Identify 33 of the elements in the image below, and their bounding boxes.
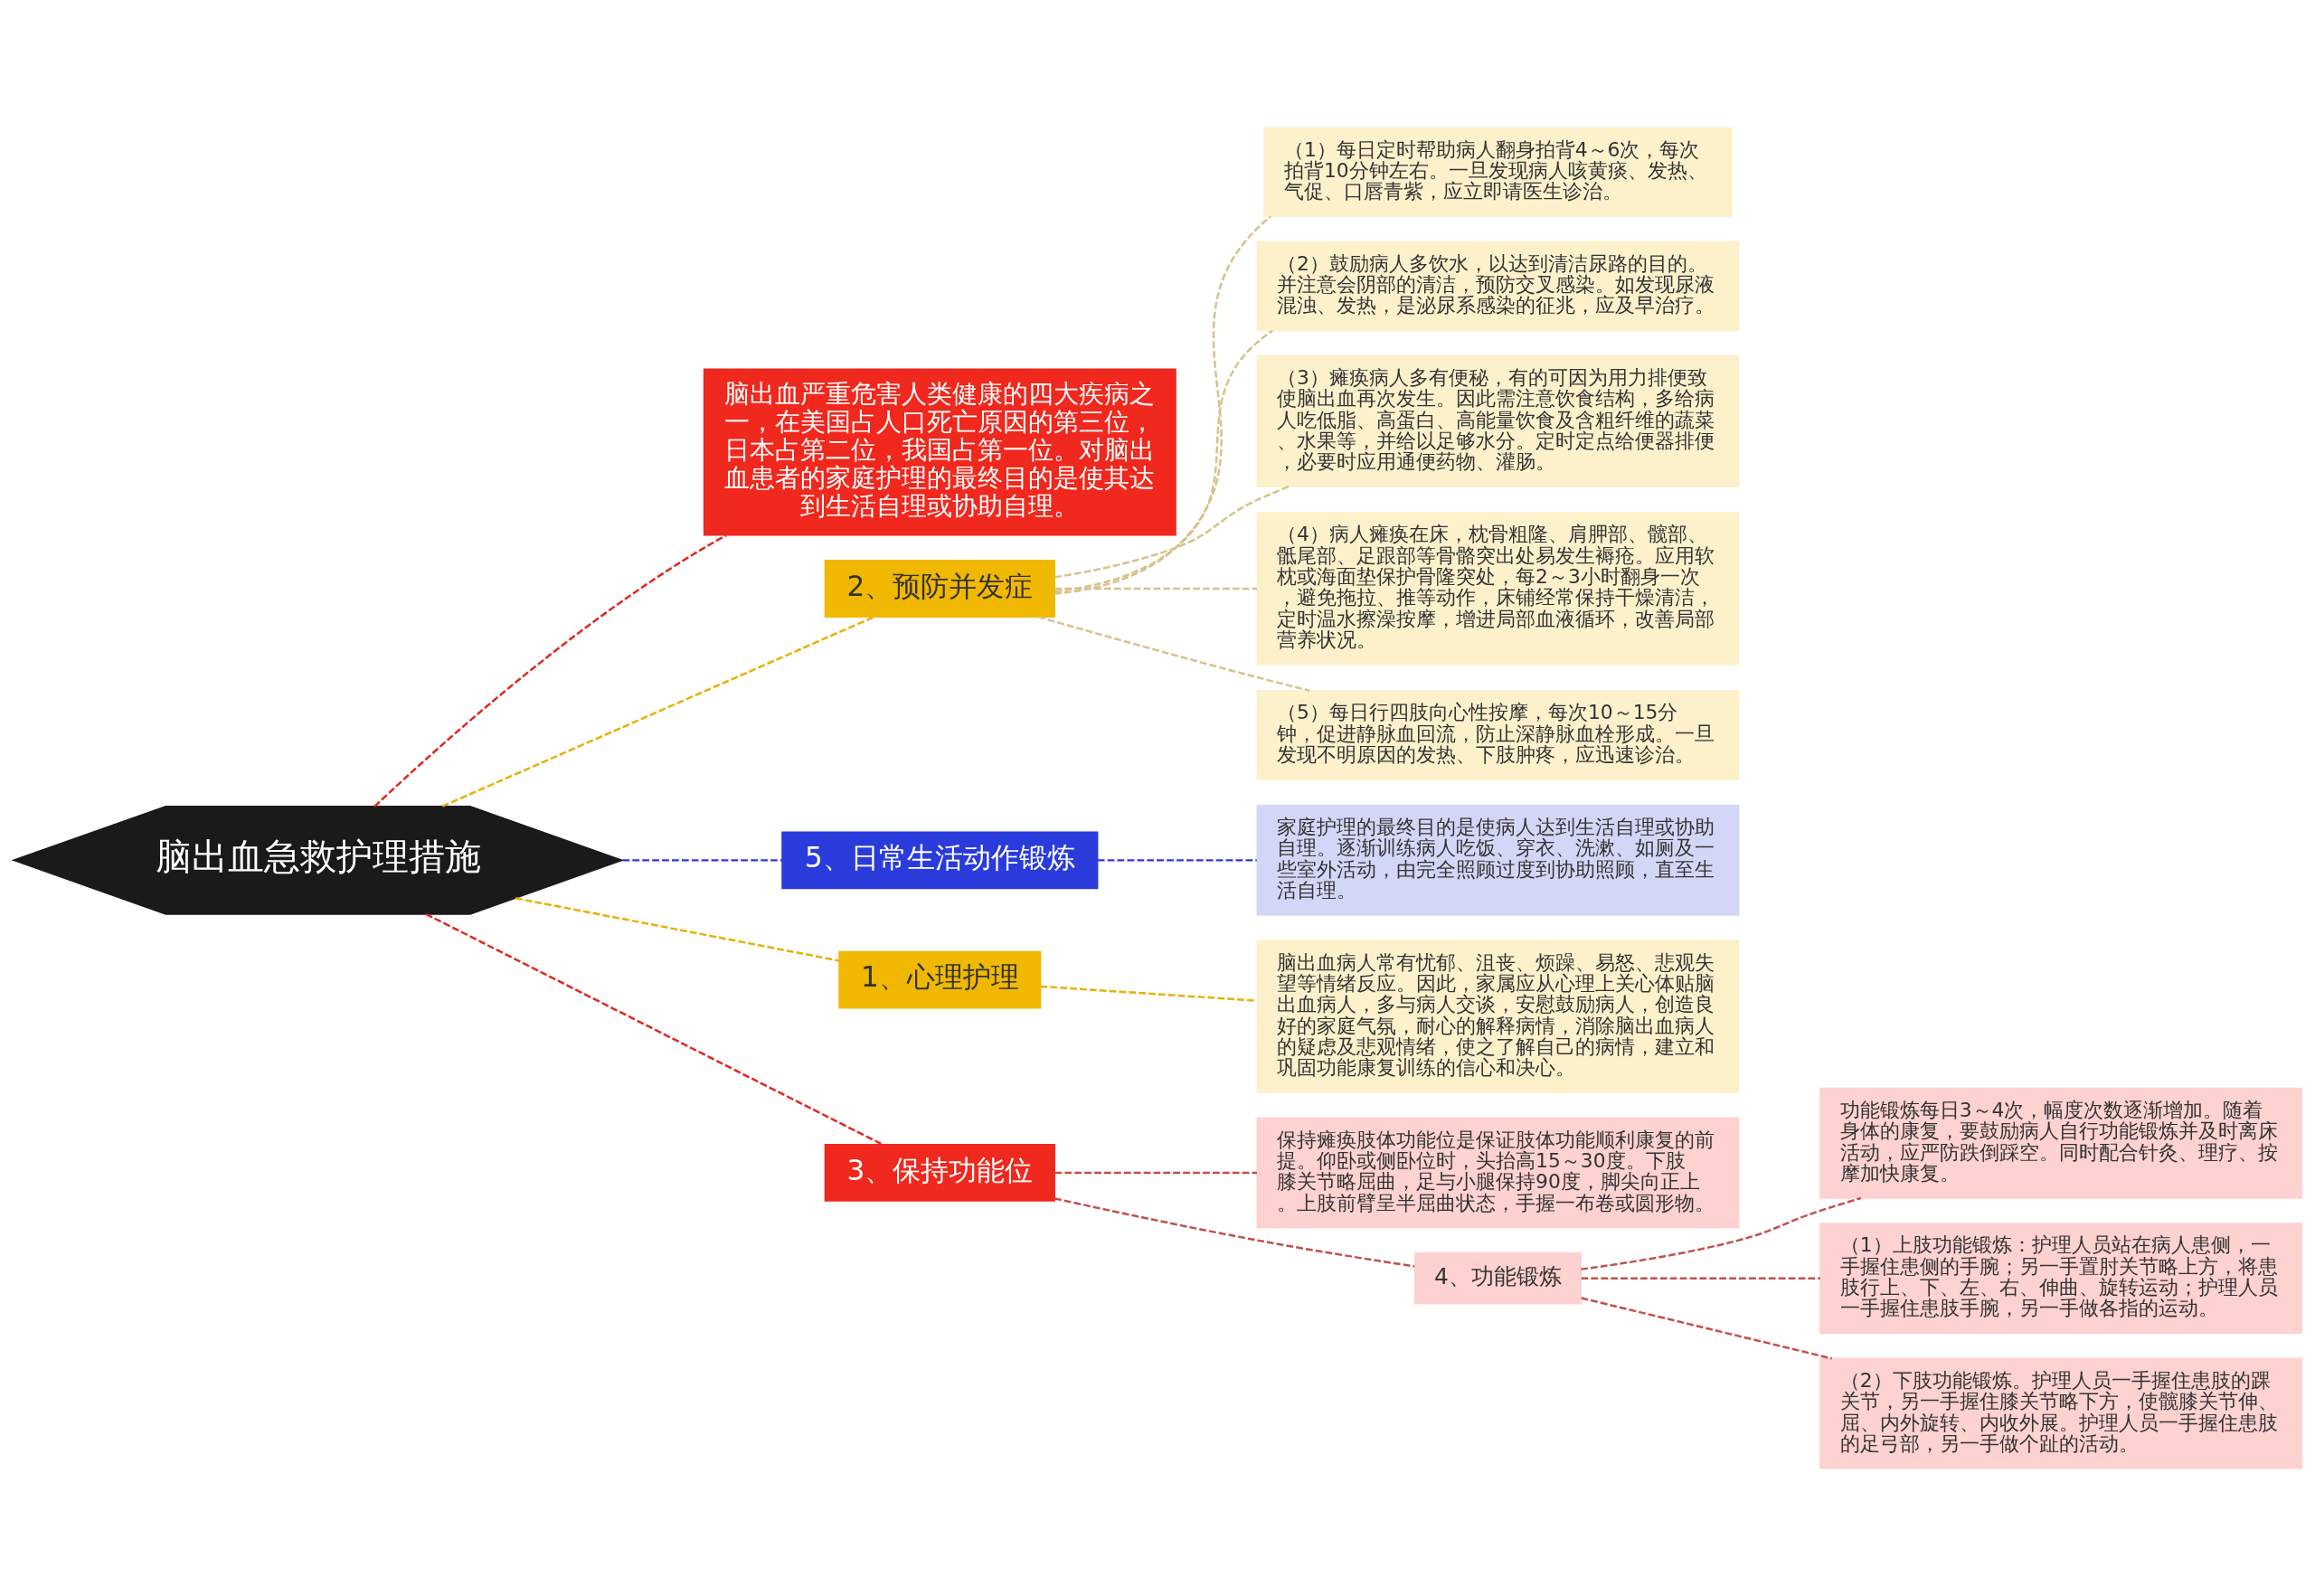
node-box: 1、心理护理 <box>838 950 1042 1009</box>
node-box: 2、预防并发症 <box>824 560 1055 618</box>
node-box: 脑出血严重危害人类健康的四大疾病之一，在美国占人口死亡原因的第三位，日本占第二位，我国占第一位。对脑出血患者的家庭护理的最终目的是使其达到生活自理或协助自理。 <box>703 368 1176 536</box>
node-box: （3）瘫痪病人多有便秘，有的可因为用力排便致使脑出血再次发生。因此需注意饮食结构，多给病人吃低脂、高蛋白、高能量饮食及含粗纤维的蔬菜、水果等，并给以足够水分。定时定点给便器排便，必要时应用通便药物、灌肠。 <box>1256 354 1740 487</box>
node-box: 功能锻炼每日3～4次，幅度次数逐渐增加。随着身体的康复，要鼓励病人自行功能锻炼并及时离床活动，应严防跌倒踩空。同时配合针灸、理疗、按摩加快康复。 <box>1819 1087 2302 1199</box>
connector <box>1054 587 1257 590</box>
connector <box>1054 215 1272 595</box>
connector <box>1581 1297 1833 1360</box>
node-box: 4、功能锻炼 <box>1413 1251 1583 1305</box>
connector <box>515 897 840 962</box>
node-box: （5）每日行四肢向心性按摩，每次10～15分钟，促进静脉血回流，防止深静脉血栓形成。一旦发现不明原因的发热、下肢肿疼，应迅速诊治。 <box>1256 690 1740 780</box>
node-box: （2）鼓励病人多饮水，以达到清洁尿路的目的。并注意会阴部的清洁，预防交叉感染。如发现尿液混浊、发热，是泌尿系感染的征兆，应及早治疗。 <box>1256 241 1740 332</box>
node-box: 家庭护理的最终目的是使病人达到生活自理或协助自理。逐渐训练病人吃饭、穿衣、洗漱、如厕及一些室外活动，由完全照顾过度到协助照顾，直至生活自理。 <box>1256 804 1740 916</box>
node-box: 3、保持功能位 <box>824 1144 1055 1202</box>
connector <box>1581 1196 1862 1270</box>
connector <box>1054 1171 1257 1175</box>
node-box: （4）病人瘫痪在床，枕骨粗隆、肩胛部、髋部、骶尾部、足跟部等骨骼突出处易发生褥疮。应用软枕或海面垫保护骨隆突处，每2～3小时翻身一次，避免拖拉、推等动作，床铺经常保持干燥清洁，定时温水擦澡按摩，增进局部血液循环，改善局部营养状况。 <box>1256 512 1740 666</box>
node-box: 保持瘫痪肢体功能位是保证肢体功能顺利康复的前提。仰卧或侧卧位时，头抬高15～30度。下肢膝关节略屈曲，足与小腿保持90度，脚尖向正上。上肢前臂呈半屈曲状态，手握一布卷或圆形物。 <box>1256 1117 1740 1229</box>
node-box: 脑出血病人常有忧郁、沮丧、烦躁、易怒、悲观失望等情绪反应。因此，家属应从心理上关心体贴脑出血病人，多与病人交谈，安慰鼓励病人，创造良好的家庭气氛，耐心的解释病情，消除脑出血病人的疑虑及悲观情绪，使之了解自己的病情，建立和巩固功能康复训练的信心和决心。 <box>1256 940 1740 1093</box>
connector <box>373 534 727 807</box>
connector <box>1054 486 1290 579</box>
node-box: 5、日常生活动作锻炼 <box>781 831 1099 890</box>
node-box: （1）上肢功能锻炼：护理人员站在病人患侧，一手握住患侧的手腕；另一手置肘关节略上方，将患肢行上、下、左、右、伸曲、旋转运动；护理人员一手握住患肢手腕，另一手做各指的运动。 <box>1819 1223 2302 1335</box>
node-box: （2）下肢功能锻炼。护理人员一手握住患肢的踝关节，另一手握住膝关节略下方，使髋膝关节伸、屈、内外旋转、内收外展。护理人员一手握住患肢的足弓部，另一手做个趾的活动。 <box>1819 1357 2302 1469</box>
connector <box>1581 1277 1820 1280</box>
connector <box>1054 1197 1415 1268</box>
connector <box>441 616 874 807</box>
connector <box>425 912 883 1146</box>
connector <box>1054 329 1273 593</box>
connector <box>622 859 782 862</box>
connector <box>1097 859 1257 862</box>
node-box: （1）每日定时帮助病人翻身拍背4～6次，每次拍背10分钟左右。一旦发现病人咳黄痰、发热、气促、口唇青紫，应立即请医生诊治。 <box>1263 127 1733 218</box>
connector <box>1040 985 1257 1002</box>
